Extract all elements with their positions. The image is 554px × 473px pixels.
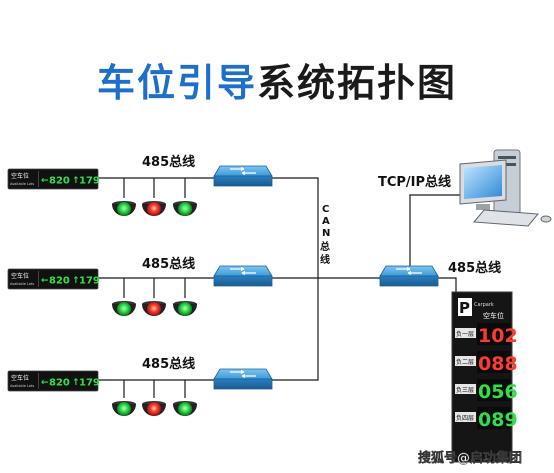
display-left-value: 820 <box>49 176 70 187</box>
display-housing <box>7 268 99 290</box>
title-part-2: 系统拓扑图 <box>257 61 458 105</box>
diagram-title: 车位引导系统拓扑图 <box>0 52 554 107</box>
network-switch-main <box>379 265 439 287</box>
svg-text:线: 线 <box>320 253 330 266</box>
sign-row-value: 102 <box>478 325 518 347</box>
sign-row-value-bg <box>477 323 510 345</box>
sign-row-value-bg <box>477 351 510 373</box>
computer-icon <box>459 149 552 227</box>
display-divider <box>38 271 39 287</box>
display-right-value: 179 <box>79 176 100 187</box>
watermark: 搜狐号@启功集团 <box>418 450 522 466</box>
sign-row-label: 负四层 <box>456 414 474 422</box>
display-up-arrow: ↑ <box>72 378 80 388</box>
floor-guidance-sign: P Carpark 空车位 负一层 102 负二层 088 负三层 056 负四层 089 <box>451 291 518 463</box>
sign-rows: 负一层 102 负二层 088 负三层 056 负四层 089 <box>455 323 518 431</box>
sign-row-label: 负二层 <box>456 358 474 366</box>
sign-header: 空车位 <box>483 311 504 320</box>
svg-text:N: N <box>322 228 330 239</box>
parking-sensor <box>142 401 166 416</box>
zone-display-1: 空车位 Available Lots ←820↑179 <box>7 168 100 190</box>
display-left-arrow: ← <box>41 276 49 286</box>
display-divider <box>38 171 39 187</box>
network-switch-3 <box>213 368 273 390</box>
display-name: 空车位 <box>11 272 29 280</box>
display-sub: Available Lots <box>10 384 34 388</box>
display-housing <box>7 168 99 190</box>
display-left-arrow: ← <box>41 176 49 186</box>
svg-text:A: A <box>322 216 330 227</box>
display-right-value: 179 <box>79 378 100 389</box>
parking-sensor <box>142 301 166 316</box>
sign-row-value: 088 <box>478 353 518 375</box>
display-up-arrow: ↑ <box>72 176 80 186</box>
title-part-1: 车位引导 <box>96 61 257 105</box>
sign-row-value-bg <box>477 379 510 401</box>
sign-row-label: 负三层 <box>456 386 474 394</box>
bus-485-label-2: 485总线 <box>142 256 195 272</box>
sign-row-value: 089 <box>478 409 518 431</box>
sign-brand: Carpark <box>474 302 494 308</box>
display-up-arrow: ↑ <box>72 276 80 286</box>
display-housing <box>7 370 99 392</box>
svg-text:C: C <box>322 204 329 215</box>
display-divider <box>38 373 39 389</box>
sign-row-label-bg <box>455 412 476 422</box>
display-left-value: 820 <box>49 378 70 389</box>
zone-display-2: 空车位 Available Lots ←820↑179 <box>7 268 100 290</box>
display-name: 空车位 <box>11 374 29 382</box>
parking-sensor <box>112 401 136 416</box>
parking-sensor <box>173 201 197 216</box>
display-sub: Available Lots <box>10 282 34 286</box>
parking-sensor <box>112 201 136 216</box>
display-name: 空车位 <box>11 172 29 180</box>
parking-sensor <box>112 301 136 316</box>
sign-logo: P <box>459 299 470 317</box>
display-right-value: 179 <box>79 276 100 287</box>
display-sub: Available Lots <box>10 182 34 186</box>
display-left-value: 820 <box>49 276 70 287</box>
wiring <box>98 177 460 398</box>
sign-row-value: 056 <box>478 381 518 403</box>
bus-485-label-right: 485总线 <box>448 260 501 276</box>
sign-row-label-bg <box>455 384 476 394</box>
sign-row-value-bg <box>477 407 510 429</box>
bus-485-label-1: 485总线 <box>142 154 195 170</box>
parking-sensor <box>142 201 166 216</box>
sign-row-label: 负一层 <box>456 330 474 338</box>
sign-row-label-bg <box>455 328 476 338</box>
svg-text:总: 总 <box>320 240 330 253</box>
parking-sensor <box>173 401 197 416</box>
parking-sensor <box>173 301 197 316</box>
display-left-arrow: ← <box>41 378 49 388</box>
bus-485-label-3: 485总线 <box>142 356 195 372</box>
tcp-ip-label: TCP/IP总线 <box>378 174 451 190</box>
can-bus-label: C A N 总 线 <box>320 204 330 266</box>
network-switch-2 <box>213 265 273 287</box>
zone-display-3: 空车位 Available Lots ←820↑179 <box>7 370 100 392</box>
sign-row-label-bg <box>455 356 476 366</box>
network-switch-1 <box>213 165 273 187</box>
